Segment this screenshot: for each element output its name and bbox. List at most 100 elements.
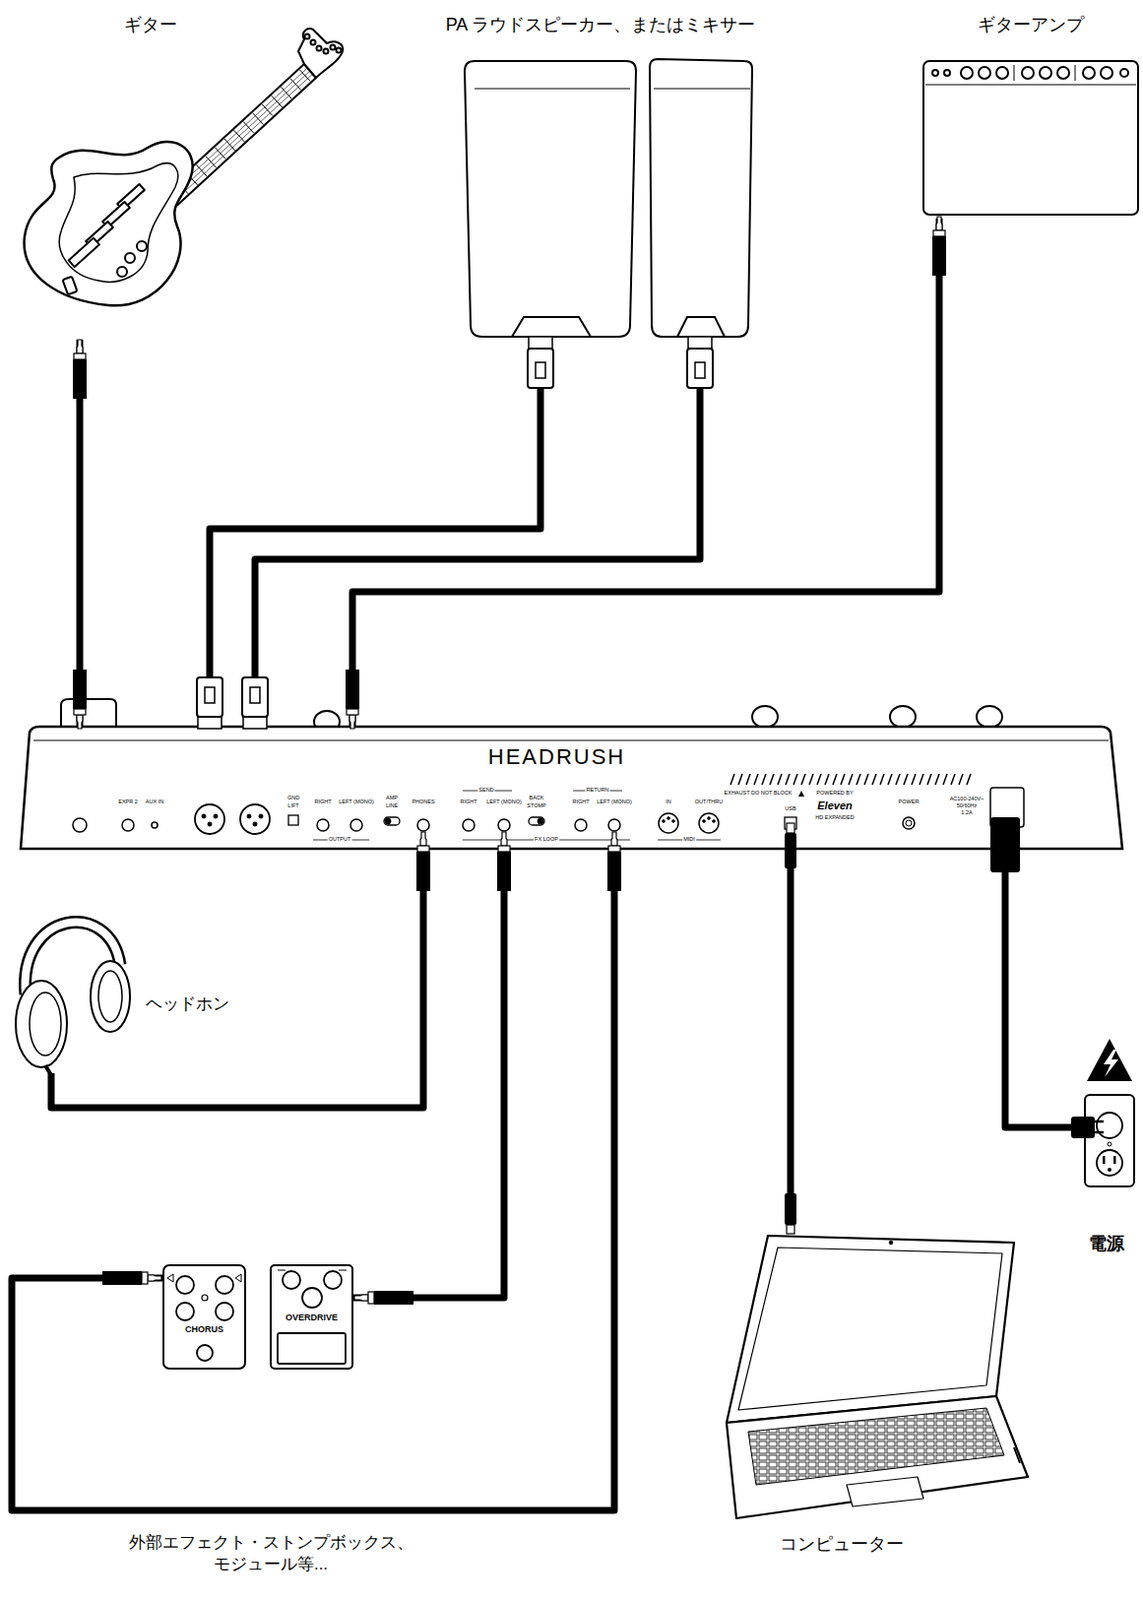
power-outlet-drawing xyxy=(1107,1142,1112,1146)
overdrive-pedal-drawing xyxy=(270,1265,353,1369)
laptop-drawing xyxy=(726,1396,1028,1519)
panel-label: RIGHT xyxy=(313,799,332,806)
node-text: ヘッドホン xyxy=(145,993,230,1016)
pa-speaker-drawing xyxy=(474,88,631,90)
pa-speaker-drawing xyxy=(677,317,725,337)
laptop-drawing xyxy=(738,1247,1003,1410)
headrush-unit-drawing xyxy=(528,817,545,826)
panel-label: HD EXPANDED xyxy=(814,815,855,822)
cable-plug xyxy=(784,832,797,869)
cable-plug xyxy=(784,1193,797,1225)
overdrive-pedal: OVERDRIVE xyxy=(270,1265,353,1369)
panel-label: LEFT (MONO) xyxy=(595,799,634,806)
guitar-drawing xyxy=(323,49,329,55)
pa-speaker-drawing xyxy=(464,59,753,337)
node-text: 電源 xyxy=(1088,1232,1125,1256)
power-outlet-drawing xyxy=(1084,1094,1135,1187)
amp-drawing xyxy=(1075,64,1077,81)
power-outlet-drawing xyxy=(1103,1049,1119,1078)
headrush-unit-drawing xyxy=(201,814,206,819)
node-text: OVERDRIVE xyxy=(285,1312,338,1325)
headrush-unit-drawing xyxy=(801,773,806,785)
headrush-unit-drawing xyxy=(943,773,948,785)
headrush-unit-drawing xyxy=(672,820,676,824)
cable-plug xyxy=(72,339,87,399)
headphones-drawing xyxy=(29,992,62,1056)
laptop-drawing xyxy=(726,1235,1015,1423)
headrush-unit-drawing xyxy=(872,773,877,785)
headrush-unit-drawing xyxy=(880,773,885,785)
panel-label: SEND xyxy=(477,787,495,794)
headrush-unit-drawing xyxy=(194,804,225,834)
cable-plug xyxy=(786,823,795,833)
panel-label: 50/60Hz xyxy=(955,803,979,810)
power-outlet-drawing xyxy=(1096,1149,1123,1176)
guitar-drawing xyxy=(317,46,322,52)
node-text: CHORUS xyxy=(185,1324,224,1336)
headrush-unit-drawing xyxy=(258,814,263,819)
headrush-unit-drawing xyxy=(911,773,916,785)
panel-label: USB xyxy=(783,806,797,813)
node-text: 外部エフェクト・ストンプボックス、 モジュール等... xyxy=(124,1531,418,1576)
guitar-drawing xyxy=(117,266,127,277)
cable-plug xyxy=(354,1290,414,1305)
panel-label: OUT/THRU xyxy=(694,799,724,806)
panel-label: RIGHT xyxy=(458,799,478,806)
headrush-unit-drawing xyxy=(935,773,940,785)
headrush-unit-drawing xyxy=(317,819,329,831)
panel-label: RETURN xyxy=(585,787,611,794)
headrush-unit-drawing xyxy=(793,773,798,785)
headrush-unit-drawing xyxy=(712,820,716,824)
headrush-unit-drawing xyxy=(122,819,134,831)
power-outlet-drawing xyxy=(1086,1038,1133,1081)
node-text: HEADRUSH xyxy=(488,743,626,772)
panel-label: OUTPUT xyxy=(327,836,353,843)
power-outlet: 電源 xyxy=(1073,1033,1141,1256)
headrush-unit-drawing xyxy=(951,773,955,785)
guitar-drawing xyxy=(298,28,343,78)
amp-drawing xyxy=(1082,66,1095,79)
cable-plug xyxy=(72,216,1104,1305)
headrush-unit-drawing xyxy=(20,726,1123,849)
cable-plug xyxy=(786,1224,795,1234)
amp-drawing xyxy=(925,83,1137,85)
power-outlet-drawing xyxy=(1096,1112,1123,1139)
cable-plug xyxy=(72,669,87,729)
headrush-unit-drawing xyxy=(895,773,900,785)
headrush-unit-drawing xyxy=(240,804,270,834)
guitar-drawing xyxy=(68,238,100,267)
cable-plug xyxy=(990,817,1020,873)
panel-label: LINE xyxy=(384,803,399,810)
cable xyxy=(11,848,615,1511)
chorus-pedal-drawing xyxy=(167,1273,174,1282)
laptop-drawing xyxy=(748,1407,1005,1485)
headphones-drawing xyxy=(98,970,123,1022)
headrush-unit-drawing xyxy=(889,705,916,728)
guitar-drawing xyxy=(59,163,178,282)
amp-drawing xyxy=(978,66,991,79)
headrush-unit-drawing xyxy=(702,820,706,824)
headrush-unit-drawing xyxy=(825,773,829,785)
cable-plug xyxy=(687,336,713,388)
laptop-drawing xyxy=(1014,1447,1020,1463)
panel-label: GND xyxy=(286,795,301,802)
headrush-unit-drawing xyxy=(777,773,782,785)
headrush-unit-drawing xyxy=(247,814,252,819)
chorus-pedal-drawing xyxy=(215,1302,234,1321)
panel-label: RIGHT xyxy=(571,799,590,806)
headrush-unit-drawing xyxy=(798,790,805,797)
headrush-unit-drawing xyxy=(888,773,892,785)
guitar-drawing xyxy=(168,73,314,207)
panel-label: POWERED BY xyxy=(815,790,854,797)
headrush-unit-drawing xyxy=(832,773,837,785)
laptop-drawing xyxy=(846,1476,924,1507)
headrush-unit-drawing xyxy=(667,817,671,821)
headrush-unit-drawing xyxy=(958,773,963,785)
headrush-unit: HEADRUSH xyxy=(20,726,1123,849)
cable-plug xyxy=(497,831,511,891)
cable-plug xyxy=(607,831,622,891)
pa-speaker-drawing xyxy=(653,88,751,90)
overdrive-pedal-drawing xyxy=(323,1270,342,1289)
guitar-drawing xyxy=(305,34,311,40)
node-text: コンピューター xyxy=(779,1532,904,1556)
